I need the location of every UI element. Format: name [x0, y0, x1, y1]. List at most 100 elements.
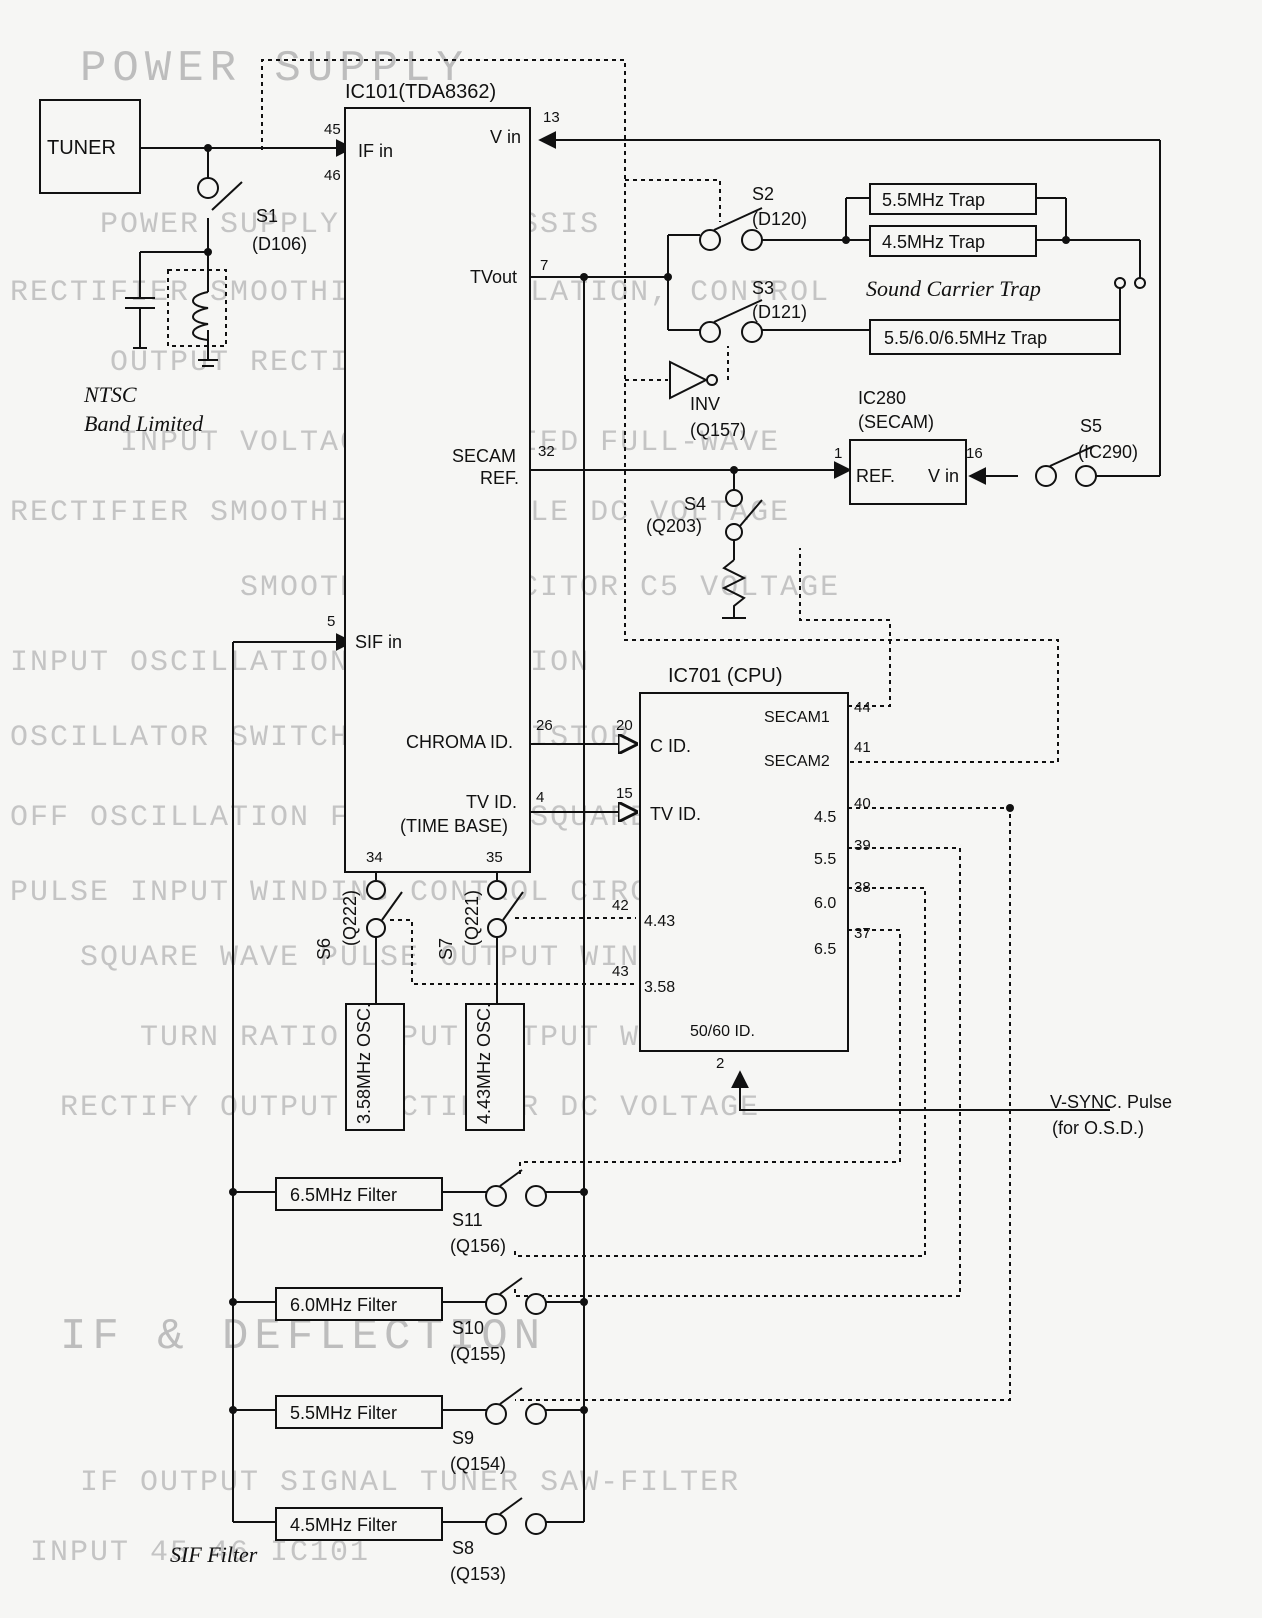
- inv-name: INV: [690, 394, 720, 414]
- filter-60: 6.0MHz Filter: [275, 1287, 443, 1321]
- s5-name: S5: [1080, 416, 1102, 436]
- s3-part: (D121): [752, 302, 807, 322]
- pin-2: 2: [716, 1055, 724, 1072]
- bg-line: IF OUTPUT SIGNAL TUNER SAW-FILTER: [80, 1466, 740, 1500]
- ic280-ref: REF.: [856, 466, 895, 486]
- s4-part: (Q203): [646, 516, 702, 536]
- switch-s9: S9 (Q154): [450, 1387, 547, 1474]
- pin-4: 4: [536, 789, 544, 806]
- f358-label: 3.58: [644, 979, 675, 996]
- inverter-inv: INV (Q157): [669, 360, 746, 440]
- band-limited-label: Band Limited: [84, 411, 204, 436]
- ic280-title: IC280: [858, 388, 906, 408]
- bg-line: SQUARE WAVE PULSE OUTPUT WINDING: [80, 941, 720, 975]
- if-in-label: IF in: [358, 141, 393, 161]
- s1-name: S1: [256, 206, 278, 226]
- secam1-label: SECAM1: [764, 709, 830, 726]
- ic101-title: IC101(TDA8362): [345, 81, 496, 103]
- trap-556: 5.5/6.0/6.5MHz Trap: [884, 328, 1047, 348]
- background-text: POWER SUPPLY IF & DEFLECTION POWER SUPPL…: [10, 44, 838, 1570]
- switch-s6: S6 (Q222): [314, 880, 403, 960]
- s2-name: S2: [752, 184, 774, 204]
- pin-13: 13: [543, 109, 560, 126]
- switch-s10: S10 (Q155): [450, 1277, 547, 1364]
- switch-s2: S2 (D120): [699, 184, 807, 251]
- f65-label: 6.5: [814, 941, 836, 958]
- s11-part: (Q156): [450, 1236, 506, 1256]
- f60-label: 6.0: [814, 895, 836, 912]
- filter-45-label: 4.5MHz Filter: [290, 1515, 397, 1535]
- v-in-label: V in: [490, 127, 521, 147]
- trap-45: 4.5MHz Trap: [882, 232, 985, 252]
- pin-1: 1: [834, 445, 842, 462]
- bg-heading-power: POWER SUPPLY: [80, 44, 469, 94]
- filter-65: 6.5MHz Filter: [275, 1177, 443, 1211]
- osc-443: 4.43MHz OSC.: [465, 1003, 525, 1131]
- pin-39: 39: [854, 837, 871, 854]
- ntsc-label: NTSC: [83, 382, 137, 407]
- s7-part: (Q221): [462, 890, 482, 946]
- s1-part: (D106): [252, 234, 307, 254]
- osc-358-label: 3.58MHz OSC.: [354, 1003, 374, 1124]
- junctions: [204, 144, 1146, 1414]
- s8-part: (Q153): [450, 1564, 506, 1584]
- pin-35: 35: [486, 849, 503, 866]
- filter-55-label: 5.5MHz Filter: [290, 1403, 397, 1423]
- switch-s4: S4 (Q203): [646, 489, 763, 541]
- f443-label: 4.43: [644, 913, 675, 930]
- s5-part: (IC290): [1078, 442, 1138, 462]
- s3-name: S3: [752, 278, 774, 298]
- sif-filter-caption: SIF Filter: [170, 1542, 258, 1567]
- pin-37: 37: [854, 925, 871, 942]
- s10-part: (Q155): [450, 1344, 506, 1364]
- dashed-control-lines: [261, 59, 1059, 1401]
- pin-41: 41: [854, 739, 871, 756]
- trap-55: 5.5MHz Trap: [882, 190, 985, 210]
- ic280-subtitle: (SECAM): [858, 412, 934, 432]
- switch-s11: S11 (Q156): [450, 1169, 547, 1256]
- ref-label: REF.: [480, 468, 519, 488]
- s4-name: S4: [684, 494, 706, 514]
- vsync-line1: V-SYNC. Pulse: [1050, 1092, 1172, 1112]
- ic701-title: IC701 (CPU): [668, 665, 782, 687]
- pin-40: 40: [854, 795, 871, 812]
- s2-part: (D120): [752, 209, 807, 229]
- pin-5: 5: [327, 613, 335, 630]
- time-base-label: (TIME BASE): [400, 816, 508, 836]
- sif-in-label: SIF in: [355, 632, 402, 652]
- pin-44: 44: [854, 699, 871, 716]
- secam-label: SECAM: [452, 446, 516, 466]
- pin-34: 34: [366, 849, 383, 866]
- wires: [125, 131, 1161, 1523]
- s6-name: S6: [314, 938, 334, 960]
- pin-7: 7: [540, 257, 548, 274]
- bg-line: INPUT 45 46 IC101: [30, 1536, 370, 1570]
- bg-line: PULSE INPUT WINDING CONTROL CIRCUIT: [10, 876, 710, 910]
- vsync-line2: (for O.S.D.): [1052, 1118, 1144, 1138]
- tv-id-label: TV ID.: [466, 792, 517, 812]
- f55-label: 5.5: [814, 851, 836, 868]
- pin-26: 26: [536, 717, 553, 734]
- pin-32: 32: [538, 443, 555, 460]
- sound-carrier-traps: 5.5MHz Trap 4.5MHz Trap 5.5/6.0/6.5MHz T…: [866, 183, 1121, 355]
- vsync-note: V-SYNC. Pulse (for O.S.D.): [1050, 1092, 1172, 1138]
- pin-42: 42: [612, 897, 629, 914]
- cid-label: C ID.: [650, 736, 691, 756]
- ntsc-band-limited-trap: NTSC Band Limited: [83, 269, 227, 436]
- sound-carrier-caption: Sound Carrier Trap: [866, 276, 1041, 301]
- ic280-vin: V in: [928, 466, 959, 486]
- pin-16: 16: [966, 445, 983, 462]
- bg-line: RECTIFY OUTPUT RECTIFIER DC VOLTAGE: [60, 1091, 760, 1125]
- switch-s7: S7 (Q221): [436, 880, 524, 960]
- secam2-label: SECAM2: [764, 753, 830, 770]
- s9-part: (Q154): [450, 1454, 506, 1474]
- chroma-id-label: CHROMA ID.: [406, 732, 513, 752]
- pin-45: 45: [324, 121, 341, 138]
- filter-55: 5.5MHz Filter: [275, 1395, 443, 1429]
- s10-name: S10: [452, 1318, 484, 1338]
- pin-38: 38: [854, 879, 871, 896]
- s8-name: S8: [452, 1538, 474, 1558]
- switch-s5: S5 (IC290): [1035, 416, 1138, 487]
